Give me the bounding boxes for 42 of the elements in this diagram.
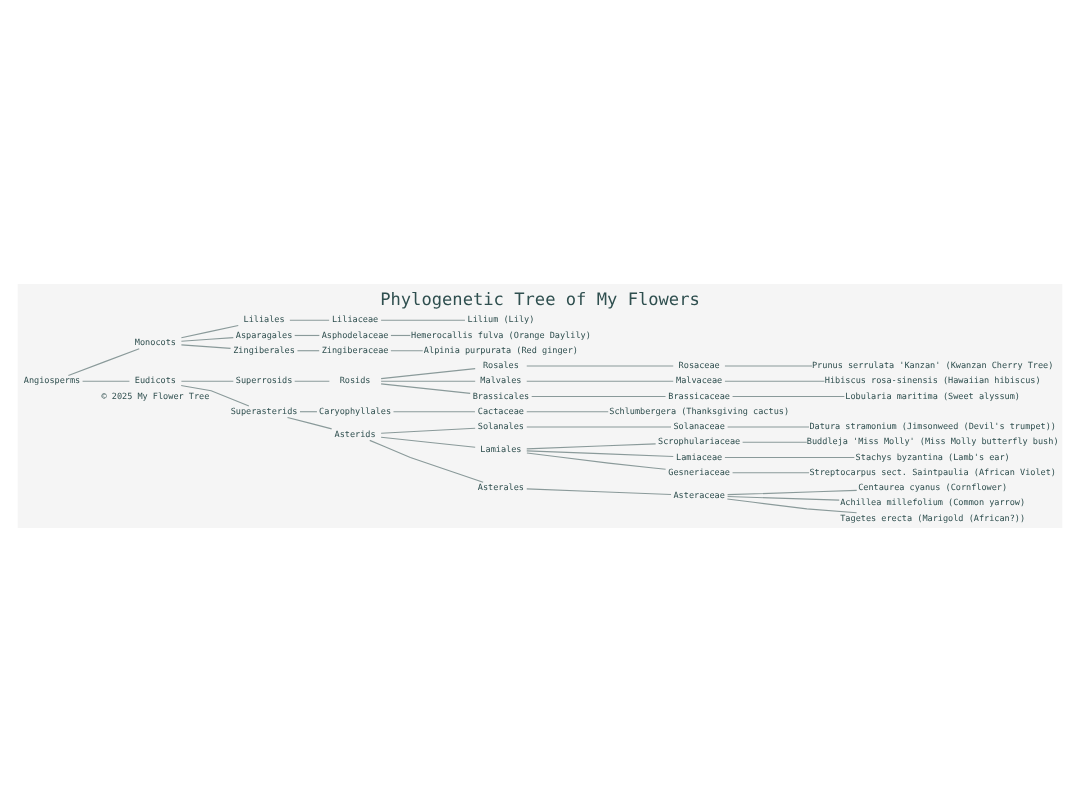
connector [732,394,845,397]
connector [82,379,130,381]
connector [732,471,810,473]
connector [392,410,476,412]
connector [180,336,234,341]
connector [380,435,476,447]
connector [380,382,471,393]
diagram-title: Phylogenetic Tree of My Flowers [380,290,700,311]
connector [724,364,813,366]
connector [526,442,657,449]
connector [531,394,667,397]
connector [180,383,250,406]
connector [294,333,320,336]
connector [390,333,411,336]
connector [526,410,609,412]
connector [180,343,232,348]
connector [724,455,855,458]
connector [380,426,476,433]
connector [526,449,674,457]
connector [526,487,672,495]
connector [727,494,840,500]
connector [380,318,466,320]
connector [369,438,484,482]
connector [526,451,667,469]
connector [724,379,825,381]
connector [727,425,810,427]
connector [526,364,674,366]
connector [726,497,858,513]
connector [380,379,476,381]
connector [526,425,672,427]
connector [180,379,234,381]
connector [742,440,808,442]
connector [526,379,674,381]
connector [727,488,858,495]
connector [296,349,320,351]
connector [390,349,424,351]
connector [380,367,476,379]
connector [294,379,330,381]
connector [180,324,239,338]
connector [67,347,140,375]
connector [289,318,330,320]
connector [286,415,333,429]
